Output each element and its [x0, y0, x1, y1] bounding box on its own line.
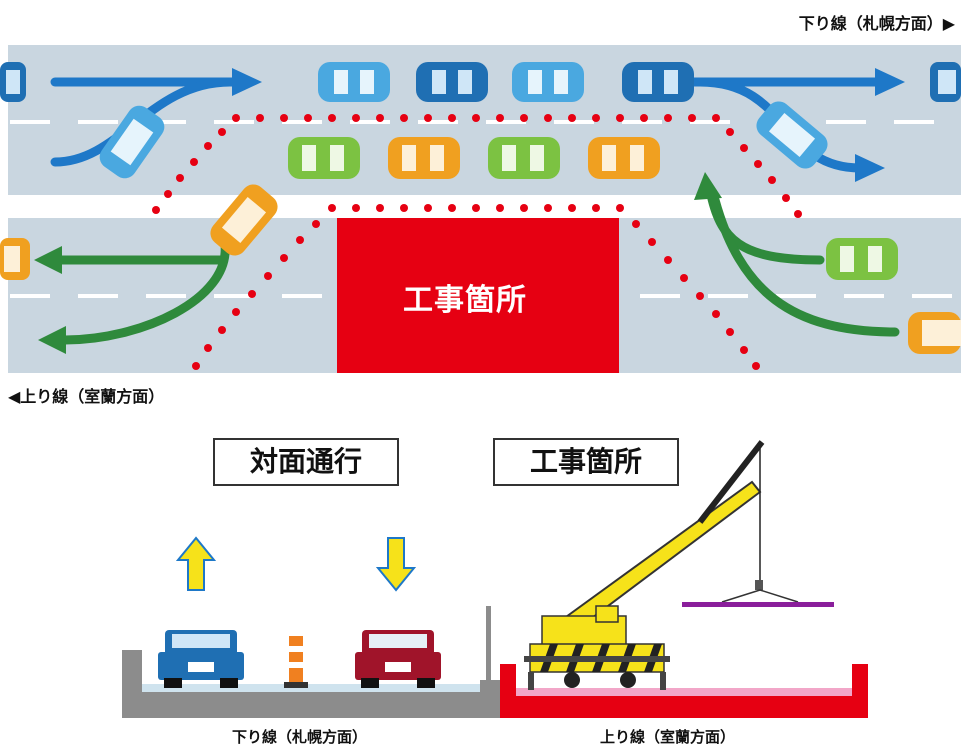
- down-line-direction-label: 下り線（札幌方面）▶: [798, 14, 955, 33]
- car-blue-1: [0, 62, 26, 102]
- up-line-caption: 上り線（室蘭方面）: [600, 728, 736, 746]
- cone-line-upper: [152, 114, 802, 218]
- car-blue-2: [318, 62, 390, 102]
- down-line-caption: 下り線（札幌方面）: [232, 728, 368, 746]
- up-line-road-section: [500, 664, 868, 718]
- worksite-white-border: [322, 198, 640, 218]
- car-blue-turning-right: [756, 101, 828, 169]
- car-blue-4: [512, 62, 584, 102]
- worksite-section-box: 工事箇所: [493, 438, 679, 486]
- worksite-plan-label: 工事箇所: [403, 283, 527, 318]
- median-post: [486, 606, 491, 684]
- car-blue-turning-left: [99, 105, 165, 179]
- car-green-1: [288, 137, 360, 179]
- plan-view-diagram: [0, 45, 961, 373]
- car-blue-6: [930, 62, 961, 102]
- car-orange-1: [388, 137, 460, 179]
- cone-line-worksite: [192, 204, 760, 370]
- worksite-area: [337, 218, 619, 373]
- car-green-3: [826, 238, 898, 280]
- car-blue-5: [622, 62, 694, 102]
- car-orange-edge-left: [0, 238, 30, 280]
- blue-car-rear: [158, 630, 244, 688]
- traffic-pole: [284, 636, 308, 688]
- up-line-pavement-pink: [516, 688, 852, 696]
- car-orange-edge-right: [908, 312, 961, 354]
- two-way-traffic-box: 対面通行: [213, 438, 399, 486]
- up-line-direction-label: ◀上り線（室蘭方面）: [8, 387, 165, 406]
- red-car-rear: [355, 630, 441, 688]
- arrow-blue-heads: [232, 68, 905, 182]
- down-direction-arrow: [375, 537, 417, 592]
- up-direction-arrow: [175, 536, 217, 591]
- car-green-2: [488, 137, 560, 179]
- car-blue-3: [416, 62, 488, 102]
- arrow-green-paths: [55, 185, 900, 345]
- crane: [524, 440, 834, 690]
- down-line-pavement: [142, 684, 480, 692]
- arrow-green-heads: [34, 172, 722, 354]
- cross-section-diagram: [122, 440, 868, 718]
- car-orange-2: [588, 137, 660, 179]
- down-line-road-section: [122, 650, 500, 718]
- car-orange-turning: [210, 184, 278, 256]
